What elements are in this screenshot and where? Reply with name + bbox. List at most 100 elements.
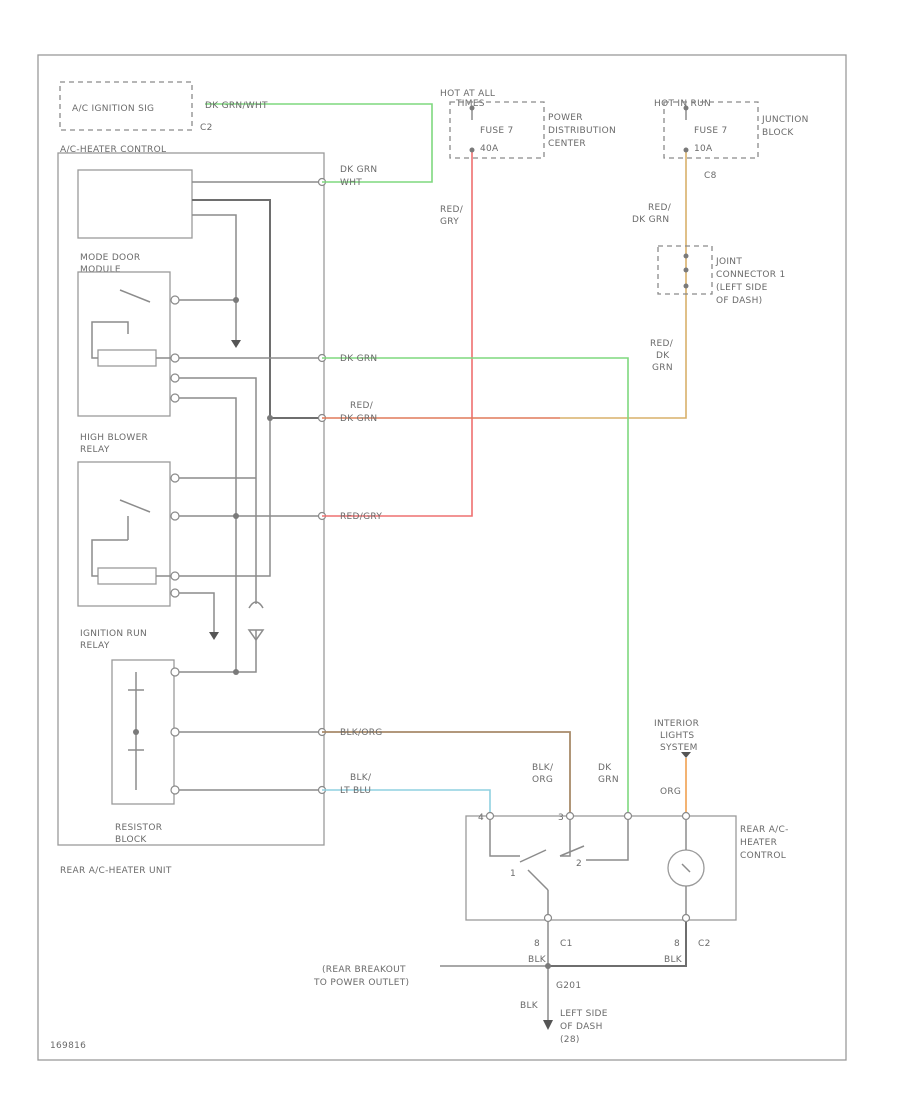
c1-label: C1 xyxy=(560,939,573,949)
diode-symbol xyxy=(247,601,265,642)
wire-blk-org xyxy=(322,731,571,816)
red-gry-label-2: GRY xyxy=(440,217,459,227)
c8-label: C8 xyxy=(704,171,717,181)
left-side-label-1: LEFT SIDE xyxy=(560,1009,608,1019)
hot-in-run-label: HOT IN RUN xyxy=(654,99,711,109)
rear-breakout-label-2: TO POWER OUTLET) xyxy=(313,978,409,988)
ac-heater-controls-label: A/C-HEATER CONTROL xyxy=(60,145,166,155)
red-dkgrn-label-1b: DK GRN xyxy=(632,215,669,225)
blk-ground-label: BLK xyxy=(520,1001,539,1011)
rear-ac-heater-control xyxy=(465,815,737,921)
fuse7-left-amp: 40A xyxy=(480,144,499,154)
pin-label-8b: 8 xyxy=(674,939,680,949)
mode-door-label-1: MODE DOOR xyxy=(80,253,140,263)
blk-right-label: BLK xyxy=(664,955,683,965)
wire-red-dkgrn-label-a: RED/ xyxy=(350,401,374,411)
blk-left-label: BLK xyxy=(528,955,547,965)
module-pins xyxy=(133,177,327,795)
blk-wire-c2 xyxy=(548,922,687,967)
mode-door-label-2: MODULE xyxy=(80,265,121,275)
red-dkgrn-label-2b: DK xyxy=(656,351,670,361)
rear-control-label-3: CONTROL xyxy=(740,851,786,861)
ground-symbol-g201 xyxy=(543,1020,553,1030)
g201-label: G201 xyxy=(556,981,581,991)
junction-label-1: JUNCTION xyxy=(761,115,809,125)
wire-blk-ltblu-label-a: BLK/ xyxy=(350,773,372,783)
left-side-label-3: (28) xyxy=(560,1035,580,1045)
pin-label-4: 4 xyxy=(478,813,484,823)
rear-ac-heater-unit-box xyxy=(57,152,325,846)
ac-ignition-sig-label: A/C IGNITION SIG xyxy=(72,104,154,114)
wire-blk-ltblu-label-b: LT BLU xyxy=(340,786,371,796)
ignition-run-label-2: RELAY xyxy=(80,641,110,651)
resistor-block xyxy=(111,659,175,805)
red-dkgrn-label-1a: RED/ xyxy=(648,203,672,213)
rear-control-label-1: REAR A/C- xyxy=(740,825,789,835)
red-gry-label-1: RED/ xyxy=(440,205,464,215)
wire-dkgrn-wht-top-label: DK GRN/WHT xyxy=(205,101,268,111)
dkgrn-v-label-b: GRN xyxy=(598,775,619,785)
ac-ignition-sig-box xyxy=(59,81,193,131)
wire-blk-ltblu xyxy=(322,789,491,816)
fuse7-left-label: FUSE 7 xyxy=(480,126,514,136)
rear-control-internals xyxy=(485,811,705,923)
joint-label-3: (LEFT SIDE xyxy=(716,283,768,293)
ignition-run-label-1: IGNITION RUN xyxy=(80,629,147,639)
fuse7-right-label: FUSE 7 xyxy=(694,126,728,136)
dkgrn-v-label-a: DK xyxy=(598,763,612,773)
power-dist-label-1: POWER xyxy=(548,113,583,123)
ac-c2-label: C2 xyxy=(200,123,213,133)
high-blower-label-2: RELAY xyxy=(80,445,110,455)
rear-control-label-2: HEATER xyxy=(740,838,777,848)
heater-control-module xyxy=(77,169,193,239)
diagram-frame xyxy=(37,54,847,1061)
c2-label: C2 xyxy=(698,939,711,949)
fuse7-right-amp: 10A xyxy=(694,144,713,154)
pin-label-2: 2 xyxy=(576,859,582,869)
power-dist-label-2: DISTRIBUTION xyxy=(548,126,616,136)
ground-symbol-mode-door xyxy=(231,340,241,348)
rear-breakout-label-1: (REAR BREAKOUT xyxy=(322,965,406,975)
red-dkgrn-label-2a: RED/ xyxy=(650,339,674,349)
blk-org-label-b: ORG xyxy=(532,775,553,785)
pin-label-1: 1 xyxy=(510,869,516,879)
resistor-label-1: RESISTOR xyxy=(115,823,162,833)
power-distribution-center xyxy=(449,101,545,159)
dkgrn-wht-label-a: DK GRN xyxy=(340,165,377,175)
pin-label-8: 8 xyxy=(534,939,540,949)
interior-label-1: INTERIOR xyxy=(654,719,699,729)
wire-red-dkgrn-tan xyxy=(560,150,687,419)
interior-label-3: SYSTEM xyxy=(660,743,698,753)
pin-label-3: 3 xyxy=(558,813,564,823)
joint-label-1: JOINT xyxy=(715,257,742,267)
joint-label-2: CONNECTOR 1 xyxy=(716,270,786,280)
blk-org-label-a: BLK/ xyxy=(532,763,554,773)
joint-label-4: OF DASH) xyxy=(716,296,762,306)
interior-label-2: LIGHTS xyxy=(660,731,694,741)
joint-connector-1 xyxy=(657,245,713,295)
wire-dkgrn-wht-top xyxy=(205,103,433,183)
wire-red-gry xyxy=(322,150,473,517)
wire-dkgrn-label: DK GRN xyxy=(340,354,377,364)
wire-red-gry-label: RED/GRY xyxy=(340,512,382,522)
junction-label-2: BLOCK xyxy=(762,128,794,138)
hot-at-all-label: HOT AT ALL xyxy=(440,89,495,99)
junction-block xyxy=(663,101,759,159)
mode-door-module xyxy=(77,271,171,417)
org-label: ORG xyxy=(660,787,681,797)
hot-at-all-label-2: TIMES xyxy=(455,99,485,109)
ground-symbol-relay xyxy=(209,632,219,640)
wire-red-dkgrn-label-b: DK GRN xyxy=(340,414,377,424)
wire-blk-org-label: BLK/ORG xyxy=(340,728,383,738)
interior-lights-arrow xyxy=(681,752,691,758)
dkgrn-wht-label-b: WHT xyxy=(340,178,362,188)
rear-unit-label: REAR A/C-HEATER UNIT xyxy=(60,866,172,876)
power-dist-label-3: CENTER xyxy=(548,139,586,149)
high-blower-relay xyxy=(77,461,171,607)
internal-wiring xyxy=(91,181,322,791)
diagram-id: 169816 xyxy=(50,1041,86,1051)
resistor-label-2: BLOCK xyxy=(115,835,147,845)
red-dkgrn-label-2c: GRN xyxy=(652,363,673,373)
left-side-label-2: OF DASH xyxy=(560,1022,603,1032)
